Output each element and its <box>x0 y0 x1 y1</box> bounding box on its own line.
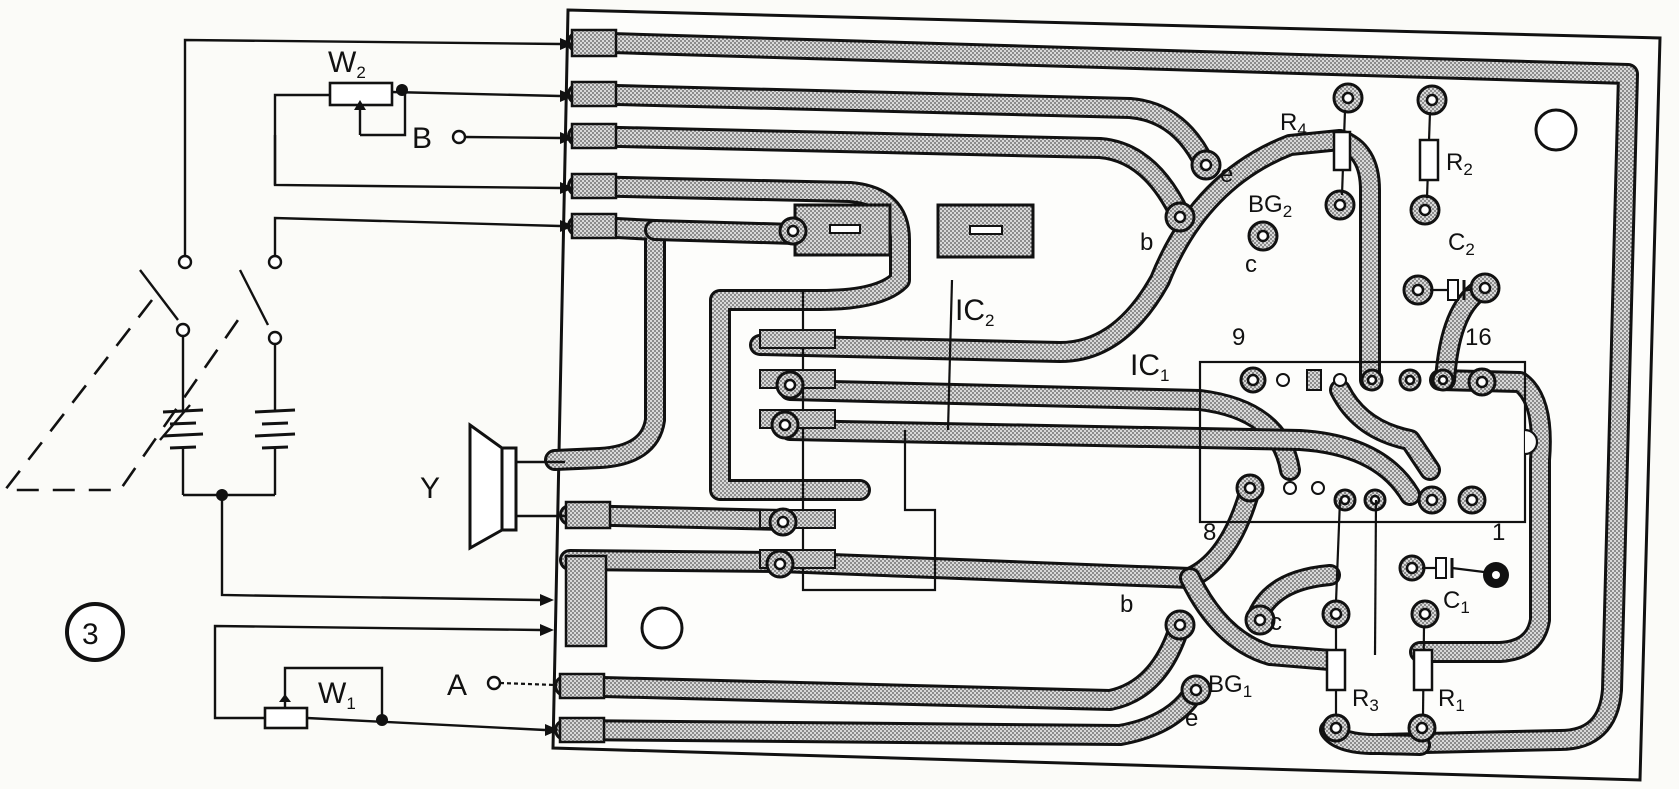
external-wiring <box>2 38 574 736</box>
r3-label: R3 <box>1352 685 1379 715</box>
bg2-c-label: c <box>1245 251 1257 278</box>
ic2-heatsink-tab-right <box>936 203 1035 259</box>
bg2-label: BG2 <box>1248 191 1292 221</box>
speaker-icon <box>468 422 565 551</box>
ic1-pin16-label: 16 <box>1465 324 1492 351</box>
bg1-e-label: e <box>1185 705 1198 732</box>
speaker-label: Y <box>420 472 440 505</box>
bg1-label: BG1 <box>1208 671 1252 701</box>
ic1-pin1-label: 1 <box>1492 519 1505 546</box>
c2-label: C2 <box>1448 229 1475 259</box>
r4-label: R4 <box>1280 109 1307 139</box>
a-terminal-label: A <box>447 669 467 702</box>
mounting-hole-top-right <box>1534 108 1578 152</box>
board-components <box>1325 109 1485 717</box>
bg1-c-label: c <box>1270 609 1282 636</box>
ic2-label: IC2 <box>955 294 994 330</box>
w1-label: W1 <box>318 677 356 713</box>
bg2-b-label: b <box>1140 229 1153 256</box>
edge-connector-pads <box>558 28 618 744</box>
ic1-label: IC1 <box>1130 349 1169 385</box>
ic1-pin8-label: 8 <box>1203 519 1216 546</box>
r2-label: R2 <box>1446 149 1473 179</box>
b-terminal-label: B <box>412 122 432 155</box>
c1-label: C1 <box>1443 587 1470 617</box>
figure-number-circle <box>65 602 125 662</box>
bg2-e-label: e <box>1220 161 1233 188</box>
w1-potentiometer-body <box>263 706 309 730</box>
w2-label: W2 <box>328 46 366 82</box>
mounting-hole-bottom-left <box>640 606 684 650</box>
r1-label: R1 <box>1438 685 1465 715</box>
ic2-body-outline <box>801 290 937 592</box>
bg1-b-label: b <box>1120 591 1133 618</box>
ic1-pin9-label: 9 <box>1232 324 1245 351</box>
figure-number: 3 <box>82 618 99 651</box>
